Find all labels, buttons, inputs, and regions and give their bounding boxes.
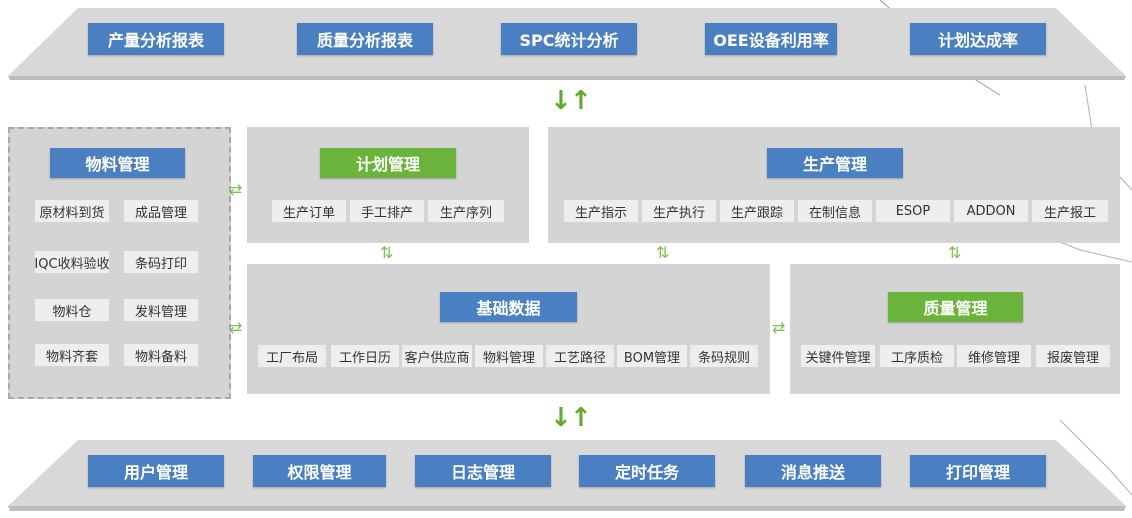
quality-item-key-parts[interactable]: 关键件管理 [801,345,875,367]
tool-print-management[interactable]: 打印管理 [910,455,1046,487]
report-spc-statistics[interactable]: SPC统计分析 [501,23,637,55]
left-right-arrows-icon: ⇄ [772,318,786,337]
material-item-warehouse[interactable]: 物料仓 [35,299,109,321]
basic-data-title[interactable]: 基础数据 [440,292,577,322]
basic-data-panel [247,264,770,394]
production-item-report[interactable]: 生产报工 [1032,200,1108,222]
basic-item-factory-layout[interactable]: 工厂布局 [258,345,326,367]
material-item-barcode-print[interactable]: 条码打印 [124,251,198,273]
down-arrow-icon: ↓ [550,403,572,433]
tool-user-management[interactable]: 用户管理 [88,455,224,487]
material-item-finished-goods[interactable]: 成品管理 [124,200,198,222]
plan-item-sequence[interactable]: 生产序列 [428,200,504,222]
report-quality-analysis[interactable]: 质量分析报表 [297,23,433,55]
production-item-tracking[interactable]: 生产跟踪 [720,200,794,222]
plan-panel [247,127,529,243]
production-panel [548,127,1120,243]
up-down-arrows-icon: ⇅ [380,243,394,262]
quality-item-repair[interactable]: 维修管理 [957,345,1031,367]
plan-title[interactable]: 计划管理 [320,148,456,178]
tool-scheduled-tasks[interactable]: 定时任务 [579,455,715,487]
production-item-instruction[interactable]: 生产指示 [564,200,638,222]
plan-item-orders[interactable]: 生产订单 [272,200,346,222]
plan-item-manual-scheduling[interactable]: 手工排产 [350,200,424,222]
production-title[interactable]: 生产管理 [767,148,903,178]
production-item-esop[interactable]: ESOP [876,200,950,222]
basic-item-barcode-rules[interactable]: 条码规则 [690,345,758,367]
basic-item-bom[interactable]: BOM管理 [617,345,687,367]
tool-permission-management[interactable]: 权限管理 [253,455,386,487]
report-oee-utilization[interactable]: OEE设备利用率 [705,23,837,55]
basic-item-material[interactable]: 物料管理 [475,345,543,367]
left-right-arrows-icon: ⇄ [229,318,243,337]
production-item-wip[interactable]: 在制信息 [798,200,872,222]
material-item-iqc[interactable]: IQC收料验收 [34,251,110,273]
material-item-preparation[interactable]: 物料备料 [124,344,198,366]
tool-log-management[interactable]: 日志管理 [415,455,551,487]
production-item-addon[interactable]: ADDON [954,200,1028,222]
material-item-kitting[interactable]: 物料齐套 [35,344,109,366]
report-production-output[interactable]: 产量分析报表 [88,23,224,55]
up-arrow-icon: ↑ [570,86,592,116]
basic-item-work-calendar[interactable]: 工作日历 [331,345,399,367]
report-plan-achievement[interactable]: 计划达成率 [910,23,1046,55]
material-item-issuing[interactable]: 发料管理 [124,299,198,321]
basic-item-customer-supplier[interactable]: 客户供应商 [402,345,472,367]
down-arrow-icon: ↓ [550,86,572,116]
quality-item-process-inspection[interactable]: 工序质检 [880,345,954,367]
up-arrow-icon: ↑ [570,403,592,433]
quality-panel [790,264,1120,394]
quality-title[interactable]: 质量管理 [888,292,1023,322]
basic-item-routing[interactable]: 工艺路径 [546,345,614,367]
left-right-arrows-icon: ⇄ [229,180,243,199]
tool-message-push[interactable]: 消息推送 [745,455,881,487]
material-item-raw-arrival[interactable]: 原材料到货 [35,200,109,222]
up-down-arrows-icon: ⇅ [656,243,670,262]
up-down-arrows-icon: ⇅ [948,243,962,262]
material-title[interactable]: 物料管理 [50,148,185,178]
quality-item-scrap[interactable]: 报废管理 [1036,345,1110,367]
production-item-execution[interactable]: 生产执行 [642,200,716,222]
